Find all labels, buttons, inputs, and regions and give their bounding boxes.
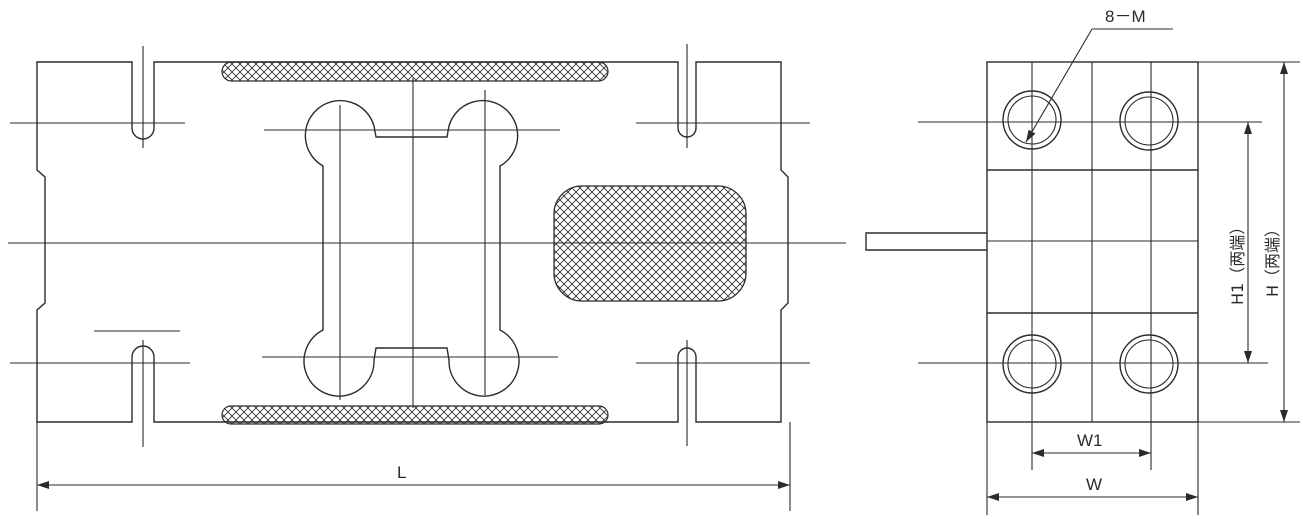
cable	[865, 232, 987, 251]
front-central-cutout	[303, 99, 520, 397]
hole-top-left	[1002, 90, 1062, 150]
front-body-outline	[36, 61, 789, 423]
height-label: H（两端）	[1263, 221, 1282, 297]
hole-top-right	[1119, 91, 1179, 151]
bottom-gauge-strip	[221, 405, 609, 425]
length-label: L	[397, 463, 406, 482]
top-gauge-strip	[221, 61, 609, 82]
width1-label: W1	[1077, 431, 1103, 450]
hole-bottom-right	[1119, 334, 1179, 394]
hole-callout-leader	[1025, 28, 1093, 143]
hole-callout-label: 8－M	[1105, 7, 1146, 26]
hole-bottom-left	[1002, 334, 1062, 394]
width-label: W	[1086, 475, 1102, 494]
front-view: L	[8, 44, 846, 511]
side-view: 8－M H1（两端） H（两端） W1 W	[865, 7, 1300, 515]
height1-label: H1（两端）	[1228, 219, 1247, 305]
